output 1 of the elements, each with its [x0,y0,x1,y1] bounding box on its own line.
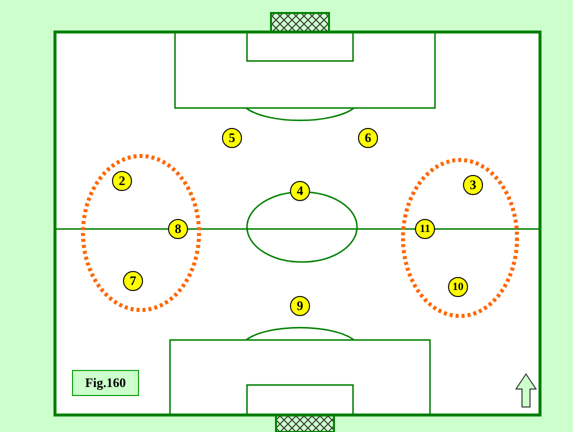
figure-label: Fig.160 [72,370,139,396]
